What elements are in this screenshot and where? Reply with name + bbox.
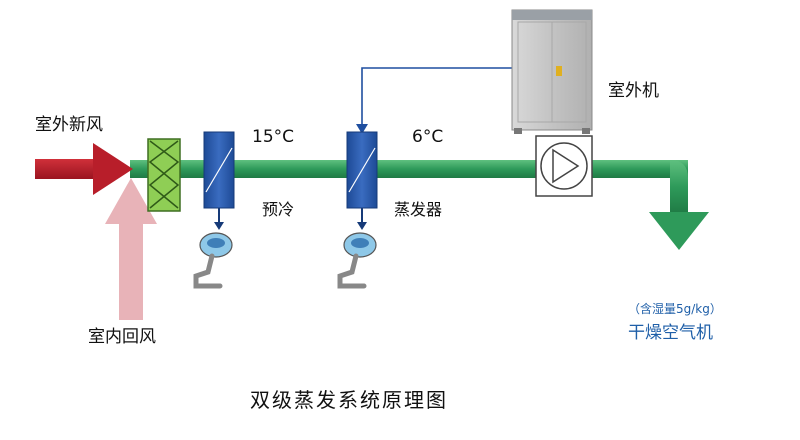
drain-trap-icon [193,232,233,289]
indoor-return-air-label: 室内回风 [88,327,156,347]
fresh-air-arrow [35,143,133,195]
filter-icon [147,138,181,212]
precool-label: 预冷 [262,200,295,219]
evaporator-coil-icon [346,131,378,230]
evaporator-temperature: 6°C [412,127,444,147]
return-air-arrow [105,178,157,320]
humidity-note: （含湿量5g/kg） [628,302,722,316]
supply-air-arrow [649,212,709,250]
precool-temperature: 15°C [252,127,295,147]
dry-air-unit-label: 干燥空气机 [628,323,713,343]
outdoor-unit-icon [511,9,593,134]
outdoor-unit-label: 室外机 [608,81,659,101]
evaporator-label: 蒸发器 [394,200,443,219]
fan-icon [535,135,593,197]
drain-trap-icon [337,232,377,289]
outdoor-fresh-air-label: 室外新风 [35,115,103,135]
refrigerant-line [356,67,512,134]
diagram-caption: 双级蒸发系统原理图 [250,388,448,412]
precool-coil-icon [203,131,235,230]
